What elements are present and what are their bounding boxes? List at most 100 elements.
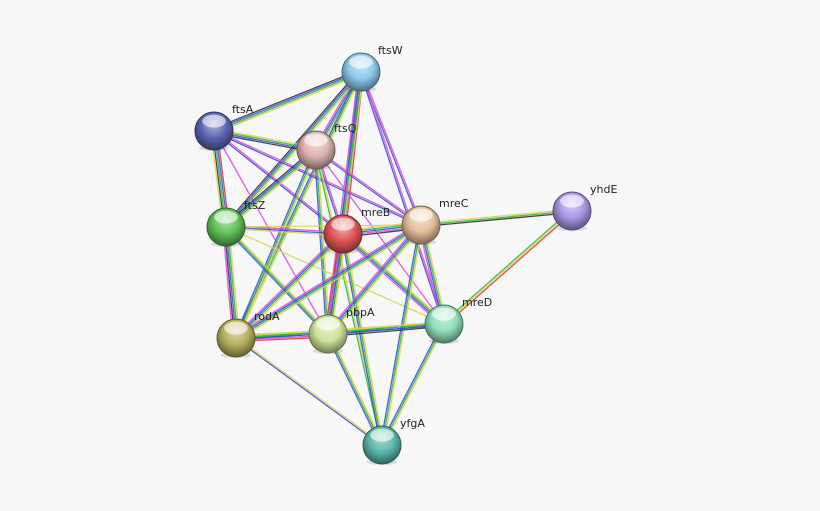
edge-ftsW-ftsA[interactable]	[212, 69, 363, 134]
node-label-ftsA: ftsA	[232, 103, 254, 116]
edge-line-blue	[313, 150, 328, 335]
node-highlight	[560, 194, 584, 208]
edge-line-green	[226, 72, 363, 228]
node-highlight	[316, 317, 340, 331]
edge-line-green	[225, 226, 329, 335]
node-label-mreC: mreC	[439, 197, 469, 210]
edge-line-yellow	[344, 231, 447, 323]
node-label-pbpA: pbpA	[346, 306, 375, 319]
node-highlight	[370, 428, 394, 442]
node-ftsA[interactable]: ftsA	[194, 103, 254, 151]
edge-line-yellow	[236, 150, 319, 339]
edge-mreC-yhdE[interactable]	[420, 208, 573, 228]
node-mreD[interactable]: mreD	[424, 296, 492, 344]
node-highlight	[409, 208, 433, 222]
edge-line-green	[442, 209, 572, 324]
edge-line-yellow	[236, 336, 383, 445]
nodes-layer: ftsW ftsA ftsQ ftsZ mreB mreC yhdE rodA pbpA mreD…	[194, 44, 617, 465]
node-highlight	[432, 307, 456, 321]
edge-line-green	[226, 150, 317, 229]
node-pbpA[interactable]: pbpA	[308, 306, 375, 354]
node-label-yfgA: yfgA	[400, 417, 425, 430]
node-mreB[interactable]: mreB	[323, 206, 390, 254]
edge-ftsQ-mreC[interactable]	[315, 148, 422, 227]
node-ftsW[interactable]: ftsW	[341, 44, 403, 92]
edge-line-yellow	[237, 235, 346, 341]
node-ftsZ[interactable]: ftsZ	[206, 199, 266, 247]
edge-line-blue	[235, 338, 382, 447]
edge-line-blue	[359, 72, 444, 325]
edge-line-yellow	[327, 320, 444, 333]
edge-line-green	[315, 149, 329, 335]
edge-line-yellow	[225, 227, 343, 237]
edge-line-green	[235, 149, 317, 339]
edge-mreC-pbpA[interactable]	[325, 223, 424, 336]
node-highlight	[349, 55, 373, 69]
edge-line-magenta	[340, 235, 443, 327]
edge-line-green	[328, 225, 423, 335]
edge-mreC-rodA[interactable]	[234, 222, 423, 341]
node-label-ftsQ: ftsQ	[334, 122, 357, 135]
edge-line-yellow	[316, 149, 331, 334]
edge-ftsQ-pbpA[interactable]	[313, 149, 331, 335]
edge-line-magenta	[316, 148, 422, 225]
edge-line-green	[381, 224, 422, 446]
edges-layer	[210, 69, 574, 447]
edge-yhdE-mreD[interactable]	[442, 209, 574, 326]
edge-ftsA-pbpA[interactable]	[213, 130, 329, 335]
edge-line-green	[314, 150, 382, 446]
edge-line-green	[343, 232, 445, 324]
edge-pbpA-yfgA[interactable]	[325, 333, 385, 446]
edge-line-magenta	[233, 231, 342, 337]
edge-line-blue	[379, 322, 444, 445]
edge-line-blue	[342, 234, 444, 326]
node-mreC[interactable]: mreC	[401, 197, 469, 245]
edge-line-yellow	[420, 208, 572, 225]
edge-line-blue	[379, 224, 421, 445]
edge-ftsQ-rodA[interactable]	[233, 149, 319, 339]
edge-line-magenta	[234, 222, 421, 337]
node-rodA[interactable]: rodA	[216, 310, 280, 358]
edge-line-yellow	[226, 225, 330, 334]
edge-line-black	[421, 211, 573, 228]
node-label-mreB: mreB	[361, 206, 390, 219]
edge-line-green	[327, 333, 383, 446]
edge-ftsQ-ftsZ[interactable]	[224, 147, 318, 230]
edge-mreD-yfgA[interactable]	[379, 322, 447, 447]
edge-mreB-mreD[interactable]	[340, 231, 447, 327]
edge-line-magenta	[361, 71, 423, 225]
edge-line-blue	[224, 227, 328, 336]
edge-line-black	[212, 69, 361, 130]
edge-line-green	[420, 210, 573, 226]
edge-line-green	[236, 234, 345, 340]
edge-rodA-yfgA[interactable]	[235, 336, 383, 447]
edge-ftsQ-mreD[interactable]	[315, 149, 445, 325]
edge-line-blue	[225, 148, 316, 227]
edge-line-blue	[213, 131, 421, 227]
edge-line-green	[214, 72, 362, 133]
node-highlight	[214, 210, 238, 224]
edge-line-magenta	[325, 223, 420, 333]
node-yfgA[interactable]: yfgA	[362, 417, 425, 465]
edge-line-black	[224, 147, 315, 226]
edge-line-magenta	[315, 149, 445, 325]
edge-line-blue	[224, 71, 361, 227]
node-highlight	[224, 321, 248, 335]
edge-mreC-yfgA[interactable]	[379, 224, 424, 446]
edge-line-yellow	[227, 151, 318, 230]
edge-line-yellow	[328, 333, 385, 445]
node-label-ftsZ: ftsZ	[244, 199, 266, 212]
edge-ftsZ-pbpA[interactable]	[224, 225, 330, 336]
edge-line-yellow	[236, 226, 423, 341]
node-yhdE[interactable]: yhdE	[552, 183, 617, 231]
edge-line-magenta	[361, 71, 446, 324]
edge-line-blue	[325, 334, 382, 446]
edge-ftsW-mreD[interactable]	[359, 71, 446, 325]
node-ftsQ[interactable]: ftsQ	[296, 122, 357, 170]
edge-mreB-rodA[interactable]	[233, 231, 346, 341]
edge-line-red	[444, 211, 574, 326]
edge-line-yellow	[329, 226, 424, 336]
node-label-mreD: mreD	[462, 296, 492, 309]
node-highlight	[304, 133, 328, 147]
